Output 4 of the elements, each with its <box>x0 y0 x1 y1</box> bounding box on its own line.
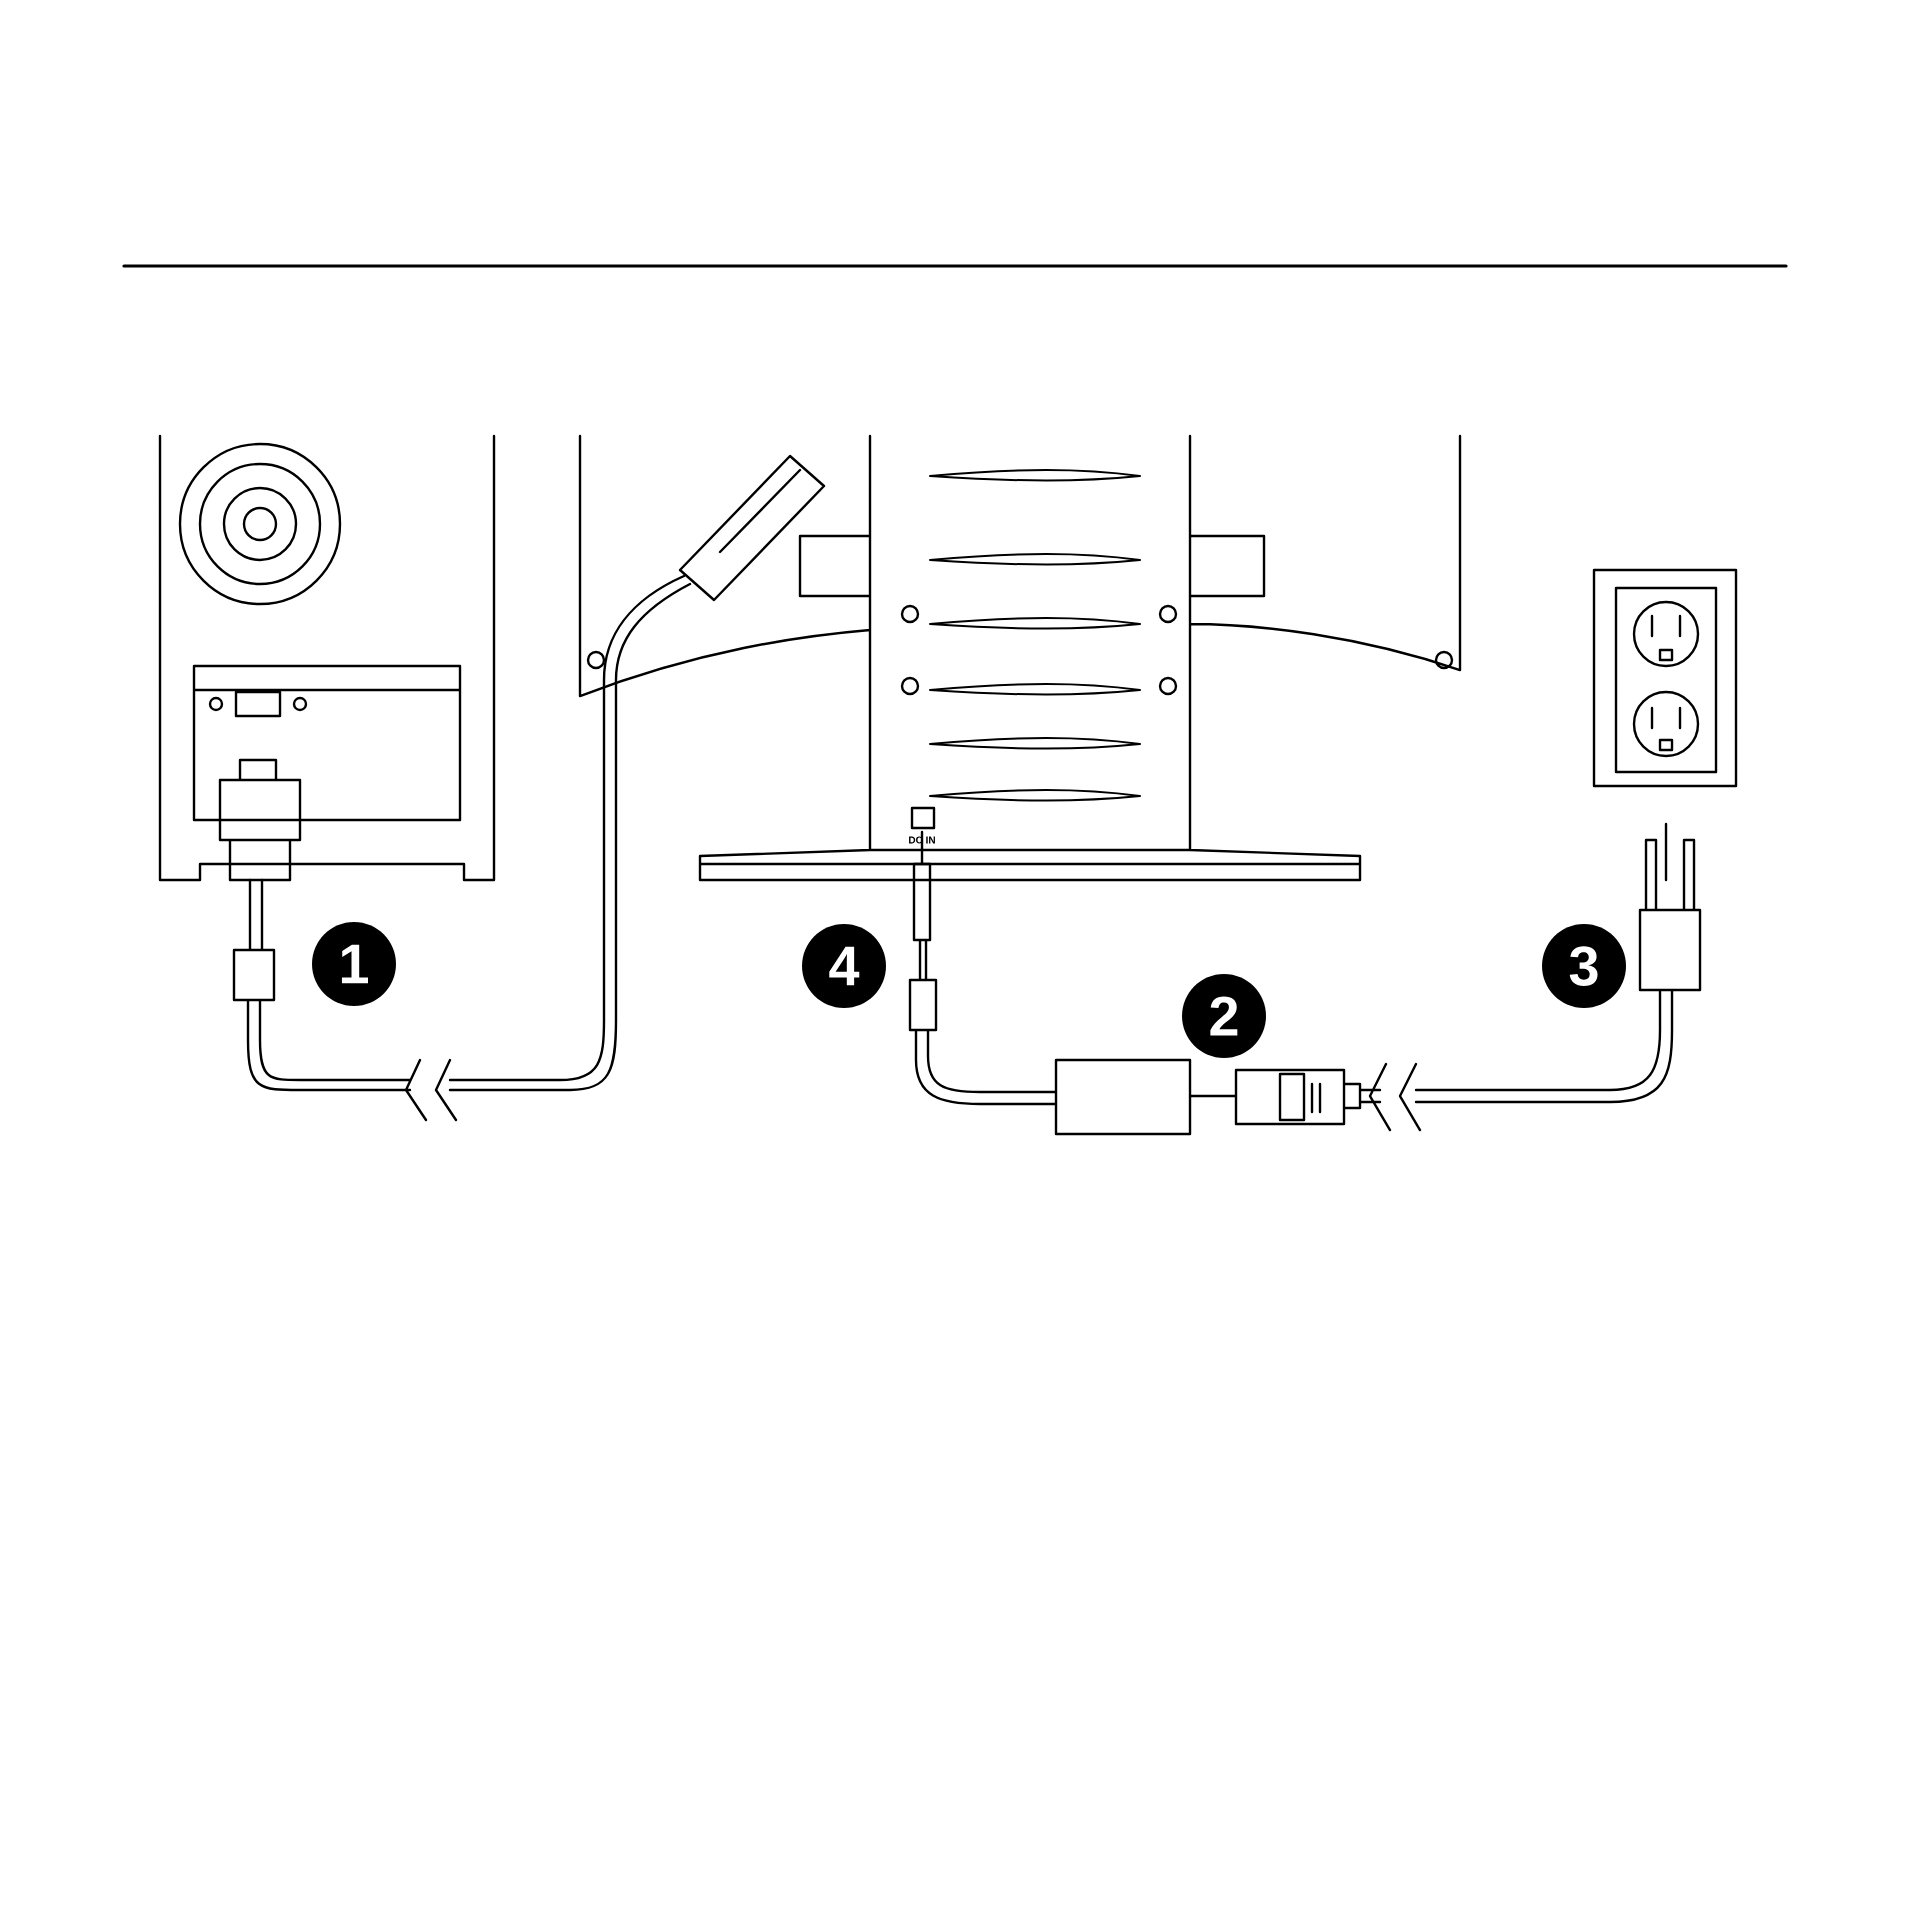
callout-number: 3 <box>1542 924 1626 1008</box>
callout-number: 1 <box>312 922 396 1006</box>
callout-number: 2 <box>1182 974 1266 1058</box>
callout-number: 4 <box>802 924 886 1008</box>
